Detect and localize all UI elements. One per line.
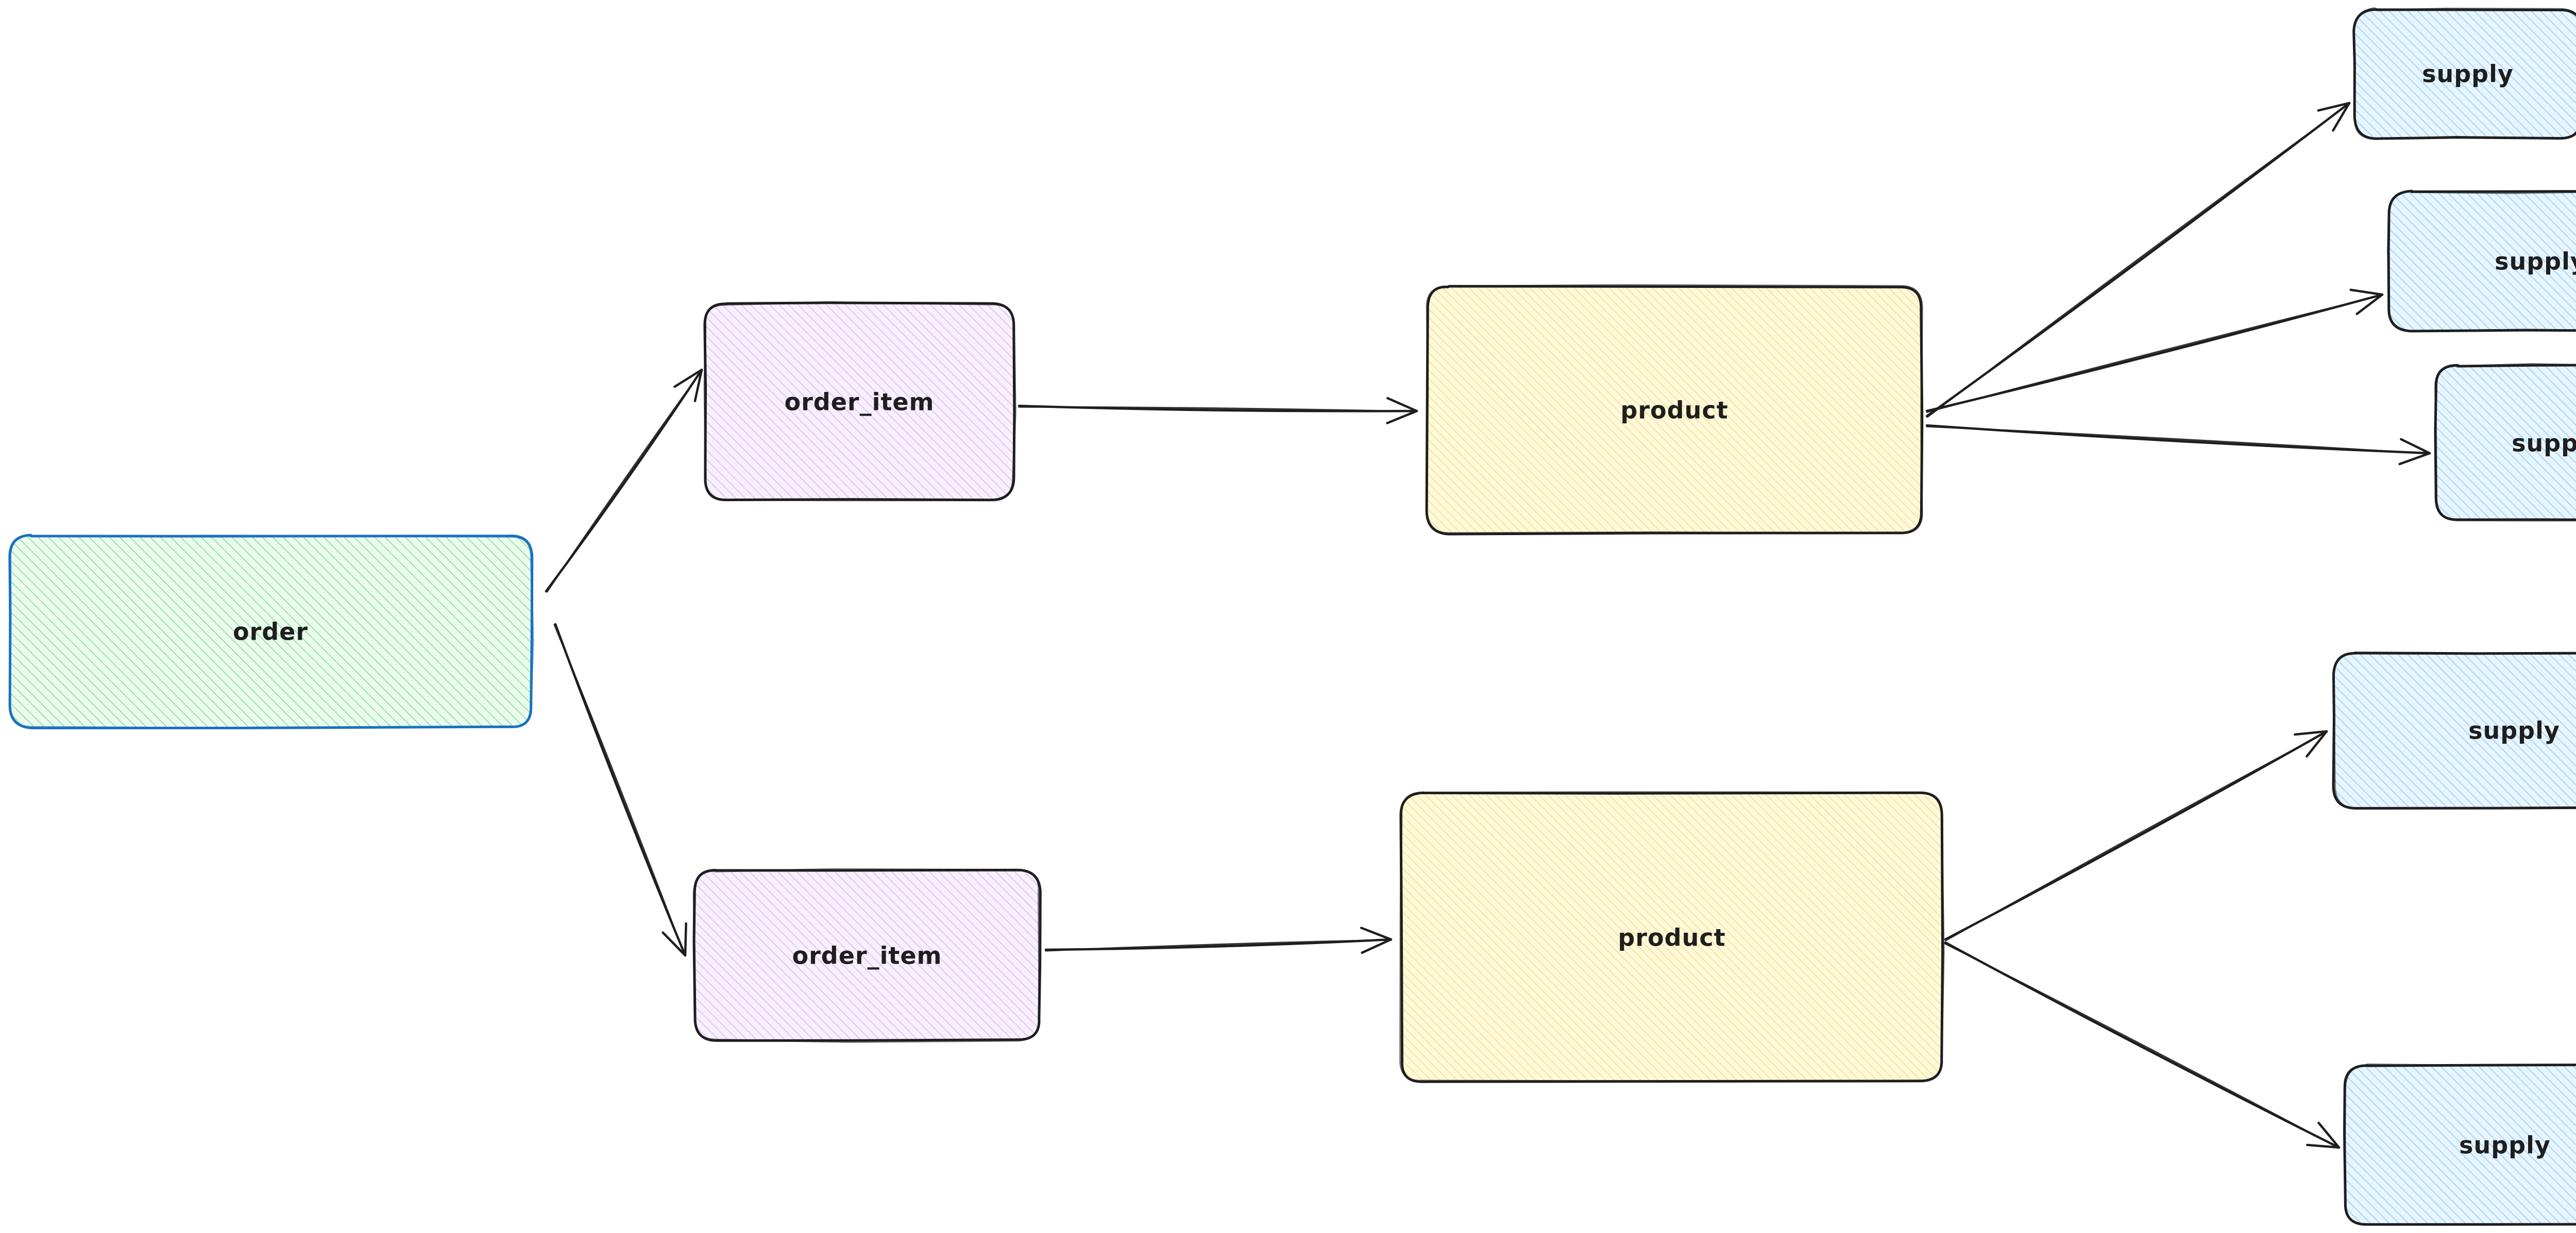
arrow-head-icon [2349, 288, 2384, 315]
arrow-head-icon [2294, 730, 2328, 758]
edge-product_2-to-supply_4[interactable] [1944, 730, 2328, 941]
node-label: supply [2459, 1132, 2551, 1159]
arrow-head-icon [673, 368, 703, 402]
edge-product_1-to-supply_1[interactable] [1925, 101, 2351, 418]
node-supply_1[interactable]: supply [2352, 7, 2576, 140]
node-outline [2352, 8, 2576, 140]
arrow-head-icon [2398, 438, 2431, 466]
node-supply_2[interactable]: supply [2387, 190, 2576, 333]
edge-line [1945, 731, 2328, 941]
node-label: supply [2512, 430, 2576, 457]
node-outline [2332, 652, 2576, 810]
node-hatch-fill [694, 870, 1040, 1041]
edge-line [1926, 294, 2383, 413]
node-outline [1425, 285, 1924, 536]
node-supply_4[interactable]: supply [2332, 652, 2576, 810]
arrow-head-icon [2317, 101, 2351, 132]
node-outline [2343, 1064, 2576, 1226]
edge-line [546, 369, 703, 593]
edge-order_item_2-to-product_2[interactable] [1044, 927, 1393, 954]
edge-line [1926, 425, 2431, 455]
node-outline [2387, 190, 2576, 333]
node-label: supply [2495, 248, 2576, 276]
node-label: product [1618, 924, 1725, 952]
node-label: supply [2422, 60, 2514, 88]
node-label: order_item [785, 388, 935, 416]
edge-order-to-order_item_2[interactable] [553, 623, 687, 957]
node-hatch-fill [2333, 653, 2576, 808]
node-outline [1399, 791, 1944, 1083]
node-hatch-fill [9, 535, 532, 728]
node-hatch-fill [1401, 793, 1943, 1082]
edge-line [1944, 943, 2340, 1149]
edge-product_1-to-supply_2[interactable] [1925, 288, 2384, 413]
node-hatch-fill [2435, 365, 2576, 521]
edge-line [1045, 939, 1392, 952]
edge-line [1926, 102, 2351, 418]
node-outline [2434, 364, 2576, 521]
node-hatch-fill [2354, 8, 2576, 139]
node-label: order_item [792, 942, 942, 970]
edge-order-to-order_item_1[interactable] [545, 368, 703, 593]
edge-product_1-to-supply_3[interactable] [1925, 424, 2431, 466]
node-order_item_2[interactable]: order_item [692, 868, 1042, 1043]
edge-order_item_1-to-product_1[interactable] [1018, 397, 1418, 424]
node-hatch-fill [1427, 286, 1922, 535]
edge-product_2-to-supply_5[interactable] [1944, 941, 2341, 1149]
edges-layer [545, 101, 2431, 1149]
node-outline [692, 868, 1042, 1042]
node-label: supply [2468, 717, 2560, 745]
node-product_1[interactable]: product [1425, 284, 1924, 536]
nodes-layer: orderorder_itemorder_itemproductproducts… [8, 7, 2576, 1226]
node-outline [8, 534, 534, 729]
node-order_item_1[interactable]: order_item [703, 301, 1016, 502]
edge-line [553, 624, 686, 956]
node-product_2[interactable]: product [1399, 791, 1945, 1083]
node-outline [703, 301, 1016, 502]
arrow-head-icon [1386, 397, 1418, 424]
arrow-head-icon [1360, 927, 1393, 954]
node-order[interactable]: order [8, 534, 534, 729]
node-label: product [1620, 397, 1728, 424]
node-hatch-fill [704, 303, 1014, 501]
node-hatch-fill [2345, 1065, 2576, 1225]
arrow-head-icon [2306, 1121, 2341, 1149]
node-hatch-fill [2389, 191, 2576, 332]
node-supply_5[interactable]: supply [2343, 1063, 2576, 1226]
arrow-head-icon [662, 922, 687, 957]
node-label: order [233, 618, 308, 646]
edge-line [1018, 406, 1418, 413]
node-supply_3[interactable]: supply [2434, 363, 2576, 522]
